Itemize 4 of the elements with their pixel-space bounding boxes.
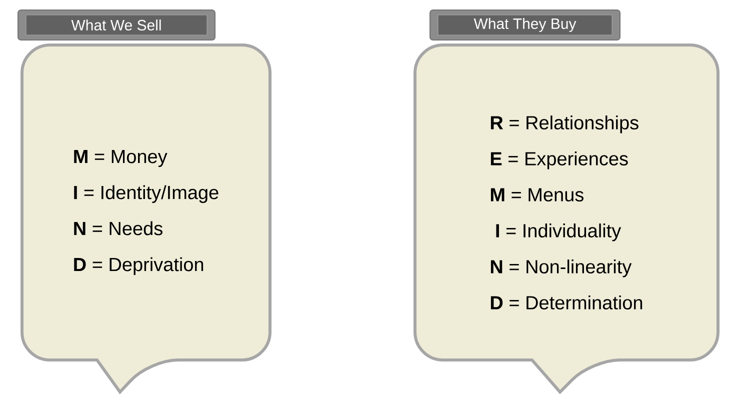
header-bar: What They Buy [430, 10, 620, 40]
speech-bubble: M = Money I = Identity/Image N = Needs D = Deprivation [20, 44, 272, 394]
header-bar: What We Sell [18, 10, 216, 40]
speech-bubble: R = Relationships E = Experiences M = Menus I = Individuality N = Non-linearity D = Determination [414, 44, 720, 394]
